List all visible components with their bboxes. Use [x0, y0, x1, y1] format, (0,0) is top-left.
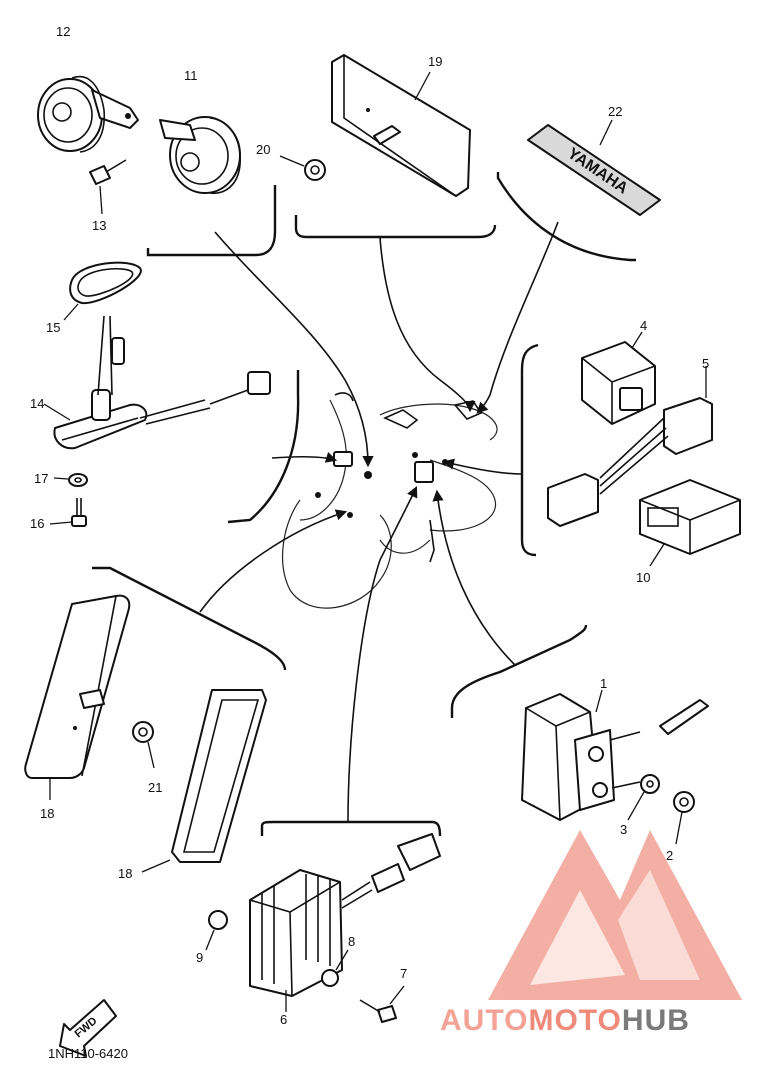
- watermark-part1: AUTO: [440, 1004, 528, 1037]
- callout-12: 12: [56, 24, 70, 39]
- callout-10: 10: [636, 570, 650, 585]
- callout-15: 15: [46, 320, 60, 335]
- diagram-code: 1NH110-6420: [48, 1046, 128, 1061]
- watermark-text: AUTOMOTOHUB: [440, 1004, 690, 1037]
- callout-labels: 12 11 13 20 19 22 15 14 17 16 4 5 10 18 …: [30, 24, 709, 1027]
- nut-3: [627, 774, 660, 821]
- screw-16: [49, 498, 87, 527]
- bolt-7: [359, 985, 405, 1023]
- callout-2: 2: [666, 848, 673, 863]
- nut-21: [279, 155, 326, 181]
- starter-relay-1: [521, 689, 709, 821]
- emblem-22: YAMAHA: [527, 119, 661, 216]
- callout-8: 8: [348, 934, 355, 949]
- callout-20: 19: [428, 54, 442, 69]
- connector-10: [639, 479, 741, 567]
- callout-4: 4: [640, 318, 647, 333]
- callout-22: 22: [608, 104, 622, 119]
- callout-18-right: 18: [118, 866, 132, 881]
- callout-5: 5: [702, 356, 709, 371]
- callout-18-left: 18: [40, 806, 54, 821]
- reflector-18-left: [24, 594, 131, 800]
- watermark-part2: MOTO: [528, 1004, 621, 1037]
- reflector-20: [331, 54, 471, 197]
- callout-9: 9: [196, 950, 203, 965]
- gasket-15: [63, 261, 142, 321]
- callout-19: 21: [148, 780, 162, 795]
- callout-11: 11: [184, 68, 198, 83]
- grommet-9: [205, 910, 228, 951]
- callout-3: 3: [620, 822, 627, 837]
- horn-11: [159, 116, 241, 194]
- horn-12: [37, 75, 139, 153]
- callout-21: 20: [256, 142, 270, 157]
- svg-text:AUTOMOTOHUB: AUTOMOTOHUB: [440, 1004, 690, 1037]
- watermark-logo: [488, 830, 742, 1000]
- harness-5: [547, 366, 713, 527]
- nut-8: [321, 949, 349, 987]
- relay-4: [581, 331, 656, 425]
- callout-16: 16: [30, 516, 44, 531]
- callout-6: 6: [280, 1012, 287, 1027]
- watermark-part3: HUB: [622, 1004, 690, 1037]
- connector-arrows: [199, 221, 559, 823]
- nut-2: [673, 791, 695, 845]
- reflector-18-right: [141, 689, 267, 873]
- bolt-13: [89, 159, 127, 215]
- group-brackets: [92, 172, 636, 837]
- washer-17: [53, 473, 88, 487]
- nut-19: [132, 721, 155, 769]
- frame-outline: [282, 392, 498, 609]
- callout-1: 1: [600, 676, 607, 691]
- callout-7: 7: [400, 966, 407, 981]
- fuel-sender-14: [43, 315, 271, 450]
- rectifier-6: [249, 833, 441, 1012]
- frame-relay-block: [414, 461, 434, 483]
- callout-14: 14: [30, 396, 44, 411]
- callout-17: 17: [34, 471, 48, 486]
- callout-13: 13: [92, 218, 106, 233]
